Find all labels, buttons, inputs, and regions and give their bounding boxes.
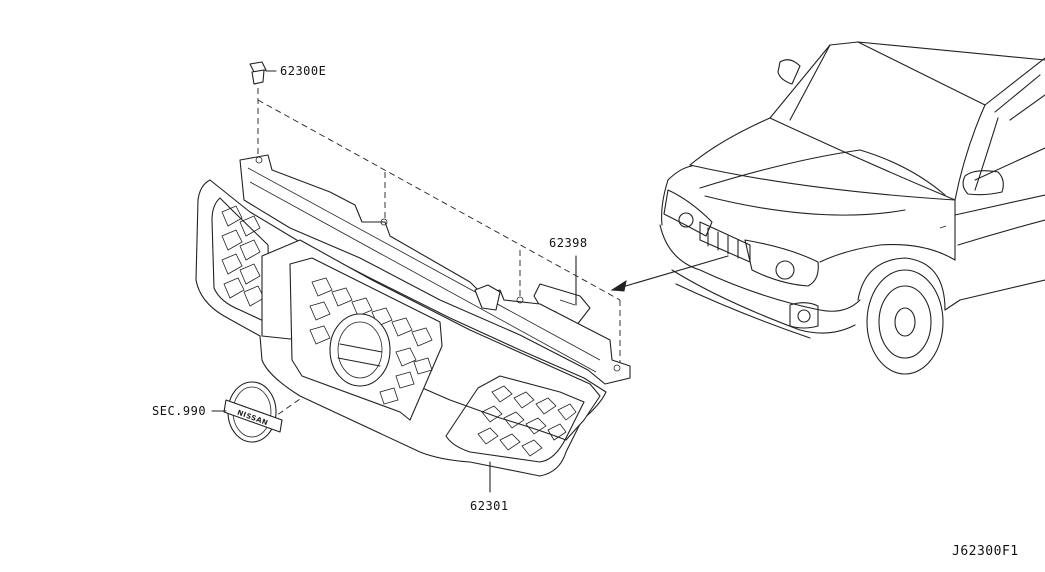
figure-code: J62300F1 — [952, 544, 1019, 559]
grille-assembly — [195, 154, 631, 493]
clip-part-number: 62300E — [280, 64, 326, 78]
grille-part-number: 62301 — [470, 499, 509, 513]
center-mesh — [309, 277, 433, 405]
left-mesh — [221, 205, 265, 307]
clip-part — [249, 61, 277, 85]
vehicle-illustration — [659, 41, 1045, 375]
emblem-section-reference: SEC.990 — [152, 404, 206, 418]
right-mesh — [477, 385, 577, 457]
nissan-emblem: NISSAN — [211, 381, 283, 443]
bracket-part-number: 62398 — [549, 236, 588, 250]
location-arrow — [610, 255, 729, 292]
